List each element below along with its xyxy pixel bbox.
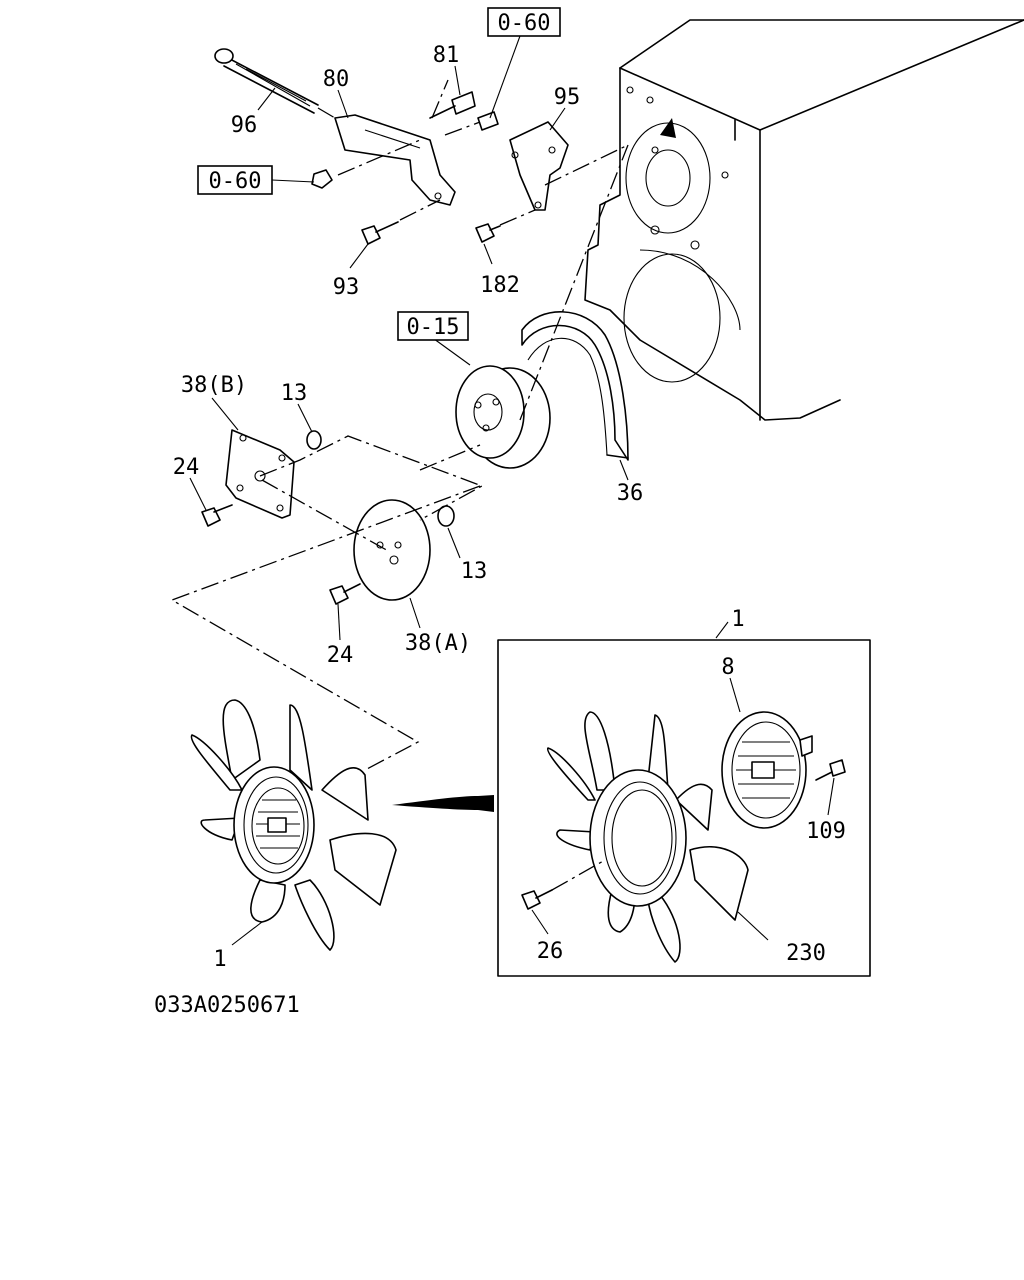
part-81: 81 (433, 43, 460, 68)
part-13-upper: 13 (281, 381, 308, 406)
drawing-code: 033A0250671 (154, 993, 300, 1018)
part-38b: 38(B) (181, 373, 247, 398)
part-182: 182 (480, 273, 520, 298)
part-109: 109 (806, 819, 846, 844)
part-24-left: 24 (173, 455, 200, 480)
bracket-assembly (214, 48, 629, 245)
part-96: 96 (231, 113, 258, 138)
leader-lines (189, 35, 835, 946)
ref-label-top: 0-60 (498, 11, 551, 36)
ref-box-pulley (397, 311, 469, 341)
detail-fan (521, 711, 846, 963)
part-230: 230 (786, 941, 826, 966)
part-13-lower: 13 (461, 559, 488, 584)
part-38a: 38(A) (405, 631, 471, 656)
callout-arrow (392, 795, 494, 812)
part-93: 93 (333, 275, 360, 300)
pulley-belt-group (170, 144, 629, 771)
detail-box (497, 639, 871, 977)
part-1-detail: 1 (731, 607, 744, 632)
part-24-lower: 24 (327, 643, 354, 668)
engine-front-cover (584, 19, 1024, 421)
part-26: 26 (537, 939, 564, 964)
part-1-fan: 1 (213, 947, 226, 972)
part-8: 8 (721, 655, 734, 680)
ref-label-pulley: 0-15 (407, 315, 460, 340)
fan-assembly (190, 699, 397, 951)
part-80: 80 (323, 67, 350, 92)
part-95: 95 (554, 85, 581, 110)
ref-label-left: 0-60 (209, 169, 262, 194)
part-36: 36 (617, 481, 644, 506)
ref-box-left (197, 165, 273, 195)
ref-box-top (487, 7, 561, 37)
